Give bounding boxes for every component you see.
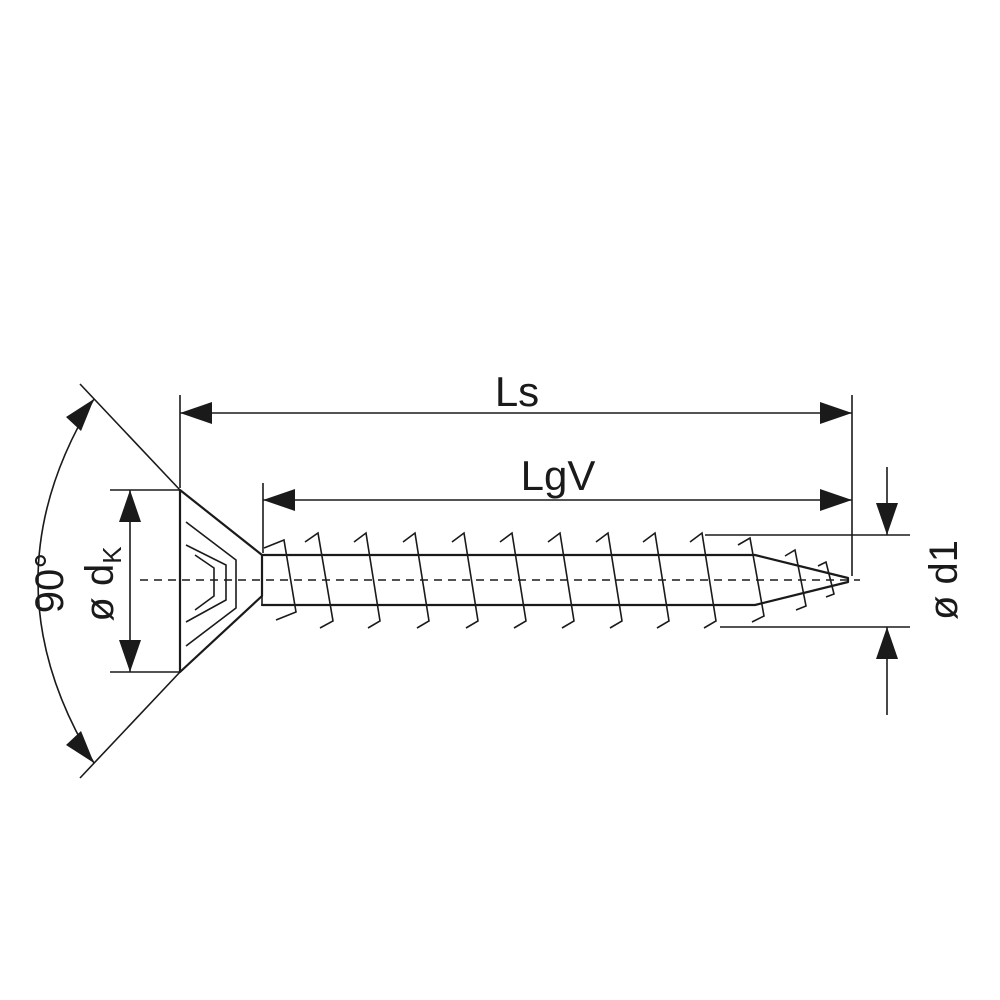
d1-label: ø d1 bbox=[922, 540, 966, 620]
angle-dimension bbox=[37, 383, 181, 779]
dk-label-main: ø d bbox=[78, 564, 122, 622]
lgv-label: LgV bbox=[521, 452, 596, 499]
screw-head bbox=[178, 488, 264, 674]
dk-label: ø dK bbox=[78, 546, 127, 622]
ls-label: Ls bbox=[495, 368, 539, 415]
screw-threads bbox=[263, 531, 835, 629]
lgv-dimension bbox=[262, 483, 852, 553]
angle-label: 90° bbox=[28, 553, 72, 614]
d1-dimension bbox=[705, 467, 910, 715]
ls-dimension bbox=[179, 395, 853, 576]
dk-label-subscript: K bbox=[97, 546, 127, 564]
dk-dimension bbox=[110, 489, 180, 673]
